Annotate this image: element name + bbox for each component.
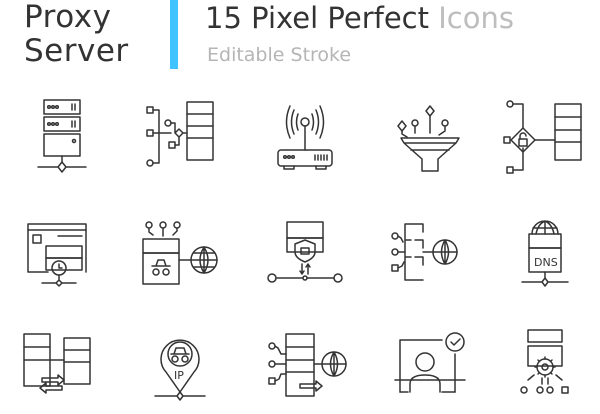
web-server-time-icon [12, 210, 102, 300]
server-network-icon [12, 90, 102, 180]
distributed-server-globe-icon [385, 210, 475, 300]
ip-label: IP [174, 369, 184, 382]
anonymous-ip-location-icon: IP [135, 320, 225, 410]
data-funnel-icon [385, 90, 475, 180]
dns-server-icon: DNS [500, 210, 590, 300]
server-transfer-icon [12, 320, 102, 410]
secure-server-routing-icon [500, 90, 590, 180]
server-security-shield-icon [260, 210, 350, 300]
headline-text: 15 Pixel Perfect [205, 1, 429, 35]
title-line-1: Proxy [24, 0, 112, 35]
headline-muted: Icons [438, 1, 514, 35]
headline: 15 Pixel Perfect Icons [205, 0, 514, 36]
accent-divider [170, 0, 178, 69]
server-forward-globe-icon [260, 320, 350, 410]
dns-label: DNS [534, 256, 558, 269]
user-verified-icon [385, 320, 475, 410]
wifi-router-icon [260, 90, 350, 180]
collection-title: Proxy Server [24, 0, 129, 68]
server-settings-distribution-icon [500, 320, 590, 410]
title-line-2: Server [24, 33, 129, 69]
server-connections-icon [135, 90, 225, 180]
anonymous-proxy-globe-icon [135, 210, 225, 300]
subtitle: Editable Stroke [207, 44, 352, 66]
